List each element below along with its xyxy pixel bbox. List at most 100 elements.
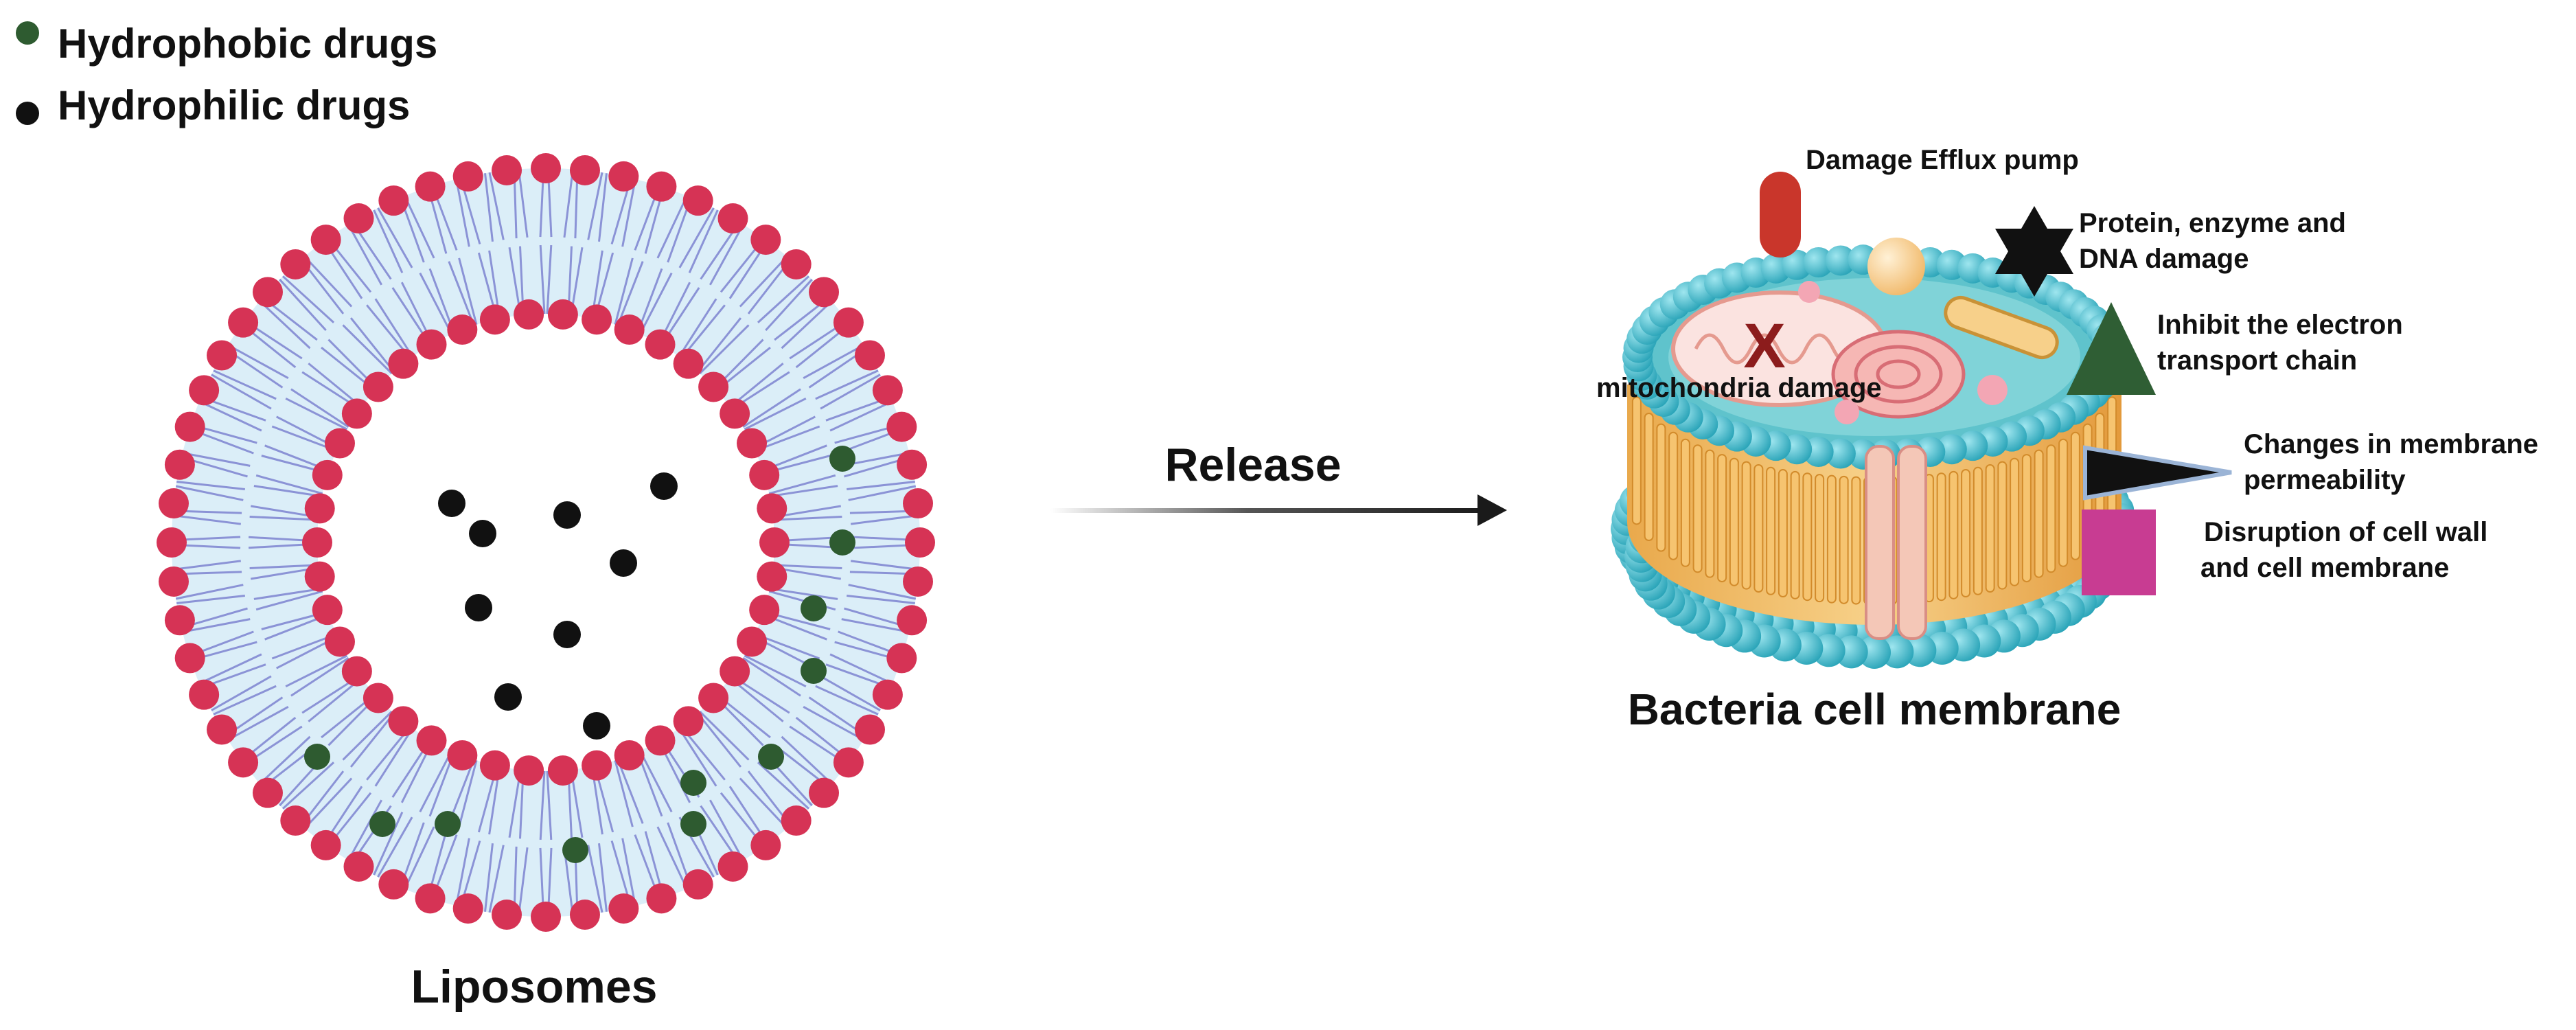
lipid-tail [419, 750, 453, 813]
lipid-tail [539, 244, 546, 314]
lipid-head [757, 493, 787, 524]
lipid-head [252, 277, 283, 308]
membrane-lipid-column [1631, 396, 1642, 525]
lipid-tail [546, 244, 553, 314]
hydrophobic-drug [562, 837, 588, 863]
membrane-lipid-column [1948, 470, 1959, 599]
lipid-tail [285, 654, 348, 688]
lipid-tail [172, 560, 242, 571]
lipid-tail [656, 826, 688, 890]
lipid-tail [773, 564, 842, 570]
membrane-bead [1858, 636, 1891, 669]
lipid-head [304, 493, 335, 524]
lipid-head [310, 829, 341, 860]
lipid-tail [176, 595, 245, 604]
hydrophobic-drug [435, 811, 461, 837]
damage-star-icon [1995, 206, 2073, 297]
lipid-tail [373, 812, 404, 876]
lipid-tail [484, 843, 494, 912]
release-arrow-shaft [1050, 508, 1490, 513]
lipid-tail [488, 172, 505, 240]
hydrophilic-drug [553, 621, 581, 648]
hydrophilic-drug [650, 472, 678, 500]
lipid-tail [757, 762, 810, 810]
bacteria-cell: X mitochondria damage Damage Efflux pump… [1596, 145, 2538, 734]
vesicle [1977, 375, 2008, 405]
hydrophobic-drug [680, 770, 706, 796]
lipid-tail [349, 712, 395, 768]
lipid-tail [848, 584, 917, 600]
lipid-tail [455, 179, 470, 247]
hydrophobic-drug [829, 446, 855, 472]
lipid-tail [847, 595, 915, 604]
membrane-bead [1881, 635, 1914, 669]
lipid-tail [769, 587, 838, 600]
lipid-tail [377, 207, 413, 268]
lipid-tail [255, 590, 323, 611]
lipid-head [174, 411, 205, 442]
membrane-lipid-column [2046, 444, 2056, 573]
vesicle [1835, 400, 1859, 424]
lipid-tail [249, 564, 319, 570]
lipid-head [720, 398, 750, 429]
lipid-tail [518, 169, 529, 238]
membrane-lipid-column [1961, 469, 1971, 598]
membrane-lipid-column [1973, 466, 1983, 595]
membrane-lipid-column [1692, 444, 1703, 573]
lipid-tail [259, 735, 311, 785]
lipid-head [514, 755, 544, 786]
lipid-tail [404, 195, 435, 259]
lipid-head [698, 683, 729, 713]
membrane-lipid-column [1741, 461, 1751, 590]
lipid-head [343, 203, 374, 234]
membrane-bead [1825, 245, 1856, 276]
lipid-tail [176, 481, 245, 490]
lipid-tail [598, 843, 608, 912]
lipid-tail [455, 838, 470, 906]
effect-label-protein: Protein, enzyme and [2079, 208, 2346, 238]
lipid-head [646, 883, 677, 914]
lipid-tail [484, 173, 494, 242]
lipid-tail [546, 770, 553, 840]
membrane-lipid-column [2058, 438, 2069, 567]
hydrophobic-drug [304, 744, 330, 770]
lipid-head [157, 527, 187, 558]
lipid-head [189, 375, 220, 406]
lipid-tail [678, 207, 715, 268]
lipid-tail [249, 515, 319, 521]
lipid-tail [211, 675, 272, 711]
lipid-tail [227, 705, 289, 741]
lipid-head [415, 171, 446, 202]
lipid-head [645, 725, 676, 756]
liposome: Liposomes [157, 153, 935, 1013]
lipid-head [905, 527, 935, 558]
lipid-tail [404, 826, 435, 890]
lipid-head [582, 750, 612, 781]
lipid-head [324, 626, 355, 657]
lipid-head [363, 683, 393, 713]
lipid-head [854, 714, 885, 745]
lipid-head [757, 561, 787, 592]
membrane-lipid-column [2021, 454, 2032, 583]
hydrophobic-drugs-cluster [304, 446, 855, 863]
lipid-tail [739, 777, 788, 829]
lipid-tail [279, 278, 327, 332]
lipid-tail [739, 255, 788, 308]
lipid-head [809, 777, 840, 808]
mitochondria-cristae [1694, 333, 1863, 365]
lipid-tail [587, 845, 603, 913]
lipid-head [547, 755, 578, 786]
lipid-head [164, 449, 195, 480]
mitochondria-mark: X [1743, 311, 1785, 381]
effect-label-cell-wall-2: and cell membrane [2200, 553, 2449, 583]
hydrophilic-drug [610, 549, 637, 577]
lipid-tail [815, 369, 879, 400]
lipid-head [698, 371, 729, 402]
lipid-tail [768, 474, 836, 495]
hydrophilic-drug [583, 712, 610, 740]
lipid-tail [213, 369, 277, 400]
lipid-head [447, 740, 478, 770]
effect-label-electron: Inhibit the electron [2157, 310, 2403, 340]
lipid-head [608, 893, 639, 924]
